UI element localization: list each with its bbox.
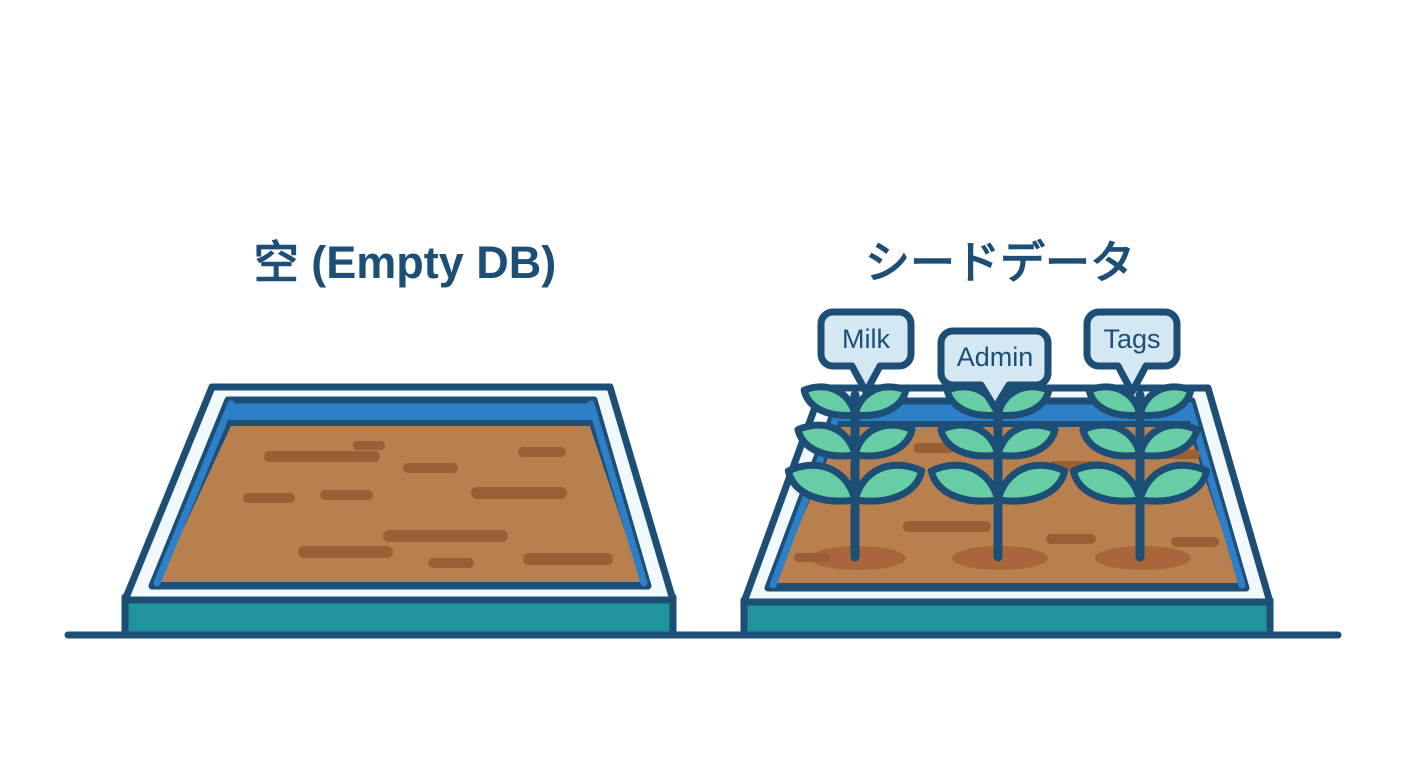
panel-empty-db: 空 (Empty DB) (121, 237, 677, 639)
leaf-top-right (1136, 383, 1195, 419)
leaf-bottom-right (994, 461, 1069, 505)
leaf-mid-left (937, 421, 1002, 460)
panel-seed-data: シードデータ (740, 237, 1274, 639)
soil-dash (1171, 537, 1219, 547)
leaf-bottom-left (1069, 461, 1144, 505)
leaf-bottom-left (784, 461, 859, 505)
leaf-top-left (1085, 383, 1144, 419)
planter-box-seeded (740, 383, 1274, 639)
plant-center (927, 383, 1069, 562)
leaf-bottom-right (851, 461, 926, 505)
bubble-shape (937, 327, 1052, 412)
soil-dash (298, 546, 393, 558)
soil-dash (353, 441, 385, 450)
soil-dash (1046, 534, 1096, 544)
soil-dashes-empty (243, 441, 613, 568)
leaf-top-right (994, 383, 1053, 419)
soil-dash (794, 553, 830, 562)
planter-rim-highlight-left-empty (153, 400, 235, 587)
leaf-mid-right (1136, 421, 1201, 460)
leaf-bottom-right (1136, 461, 1211, 505)
soil-dash (428, 558, 474, 568)
panel-title-seed-data: シードデータ (865, 237, 1135, 288)
bubble-label-text: Admin (957, 342, 1034, 372)
soil-dash (383, 530, 508, 542)
label-bubble-milk[interactable]: Milk (817, 308, 915, 396)
bubble-label-text: Milk (842, 324, 890, 354)
soil-dash (913, 443, 955, 453)
soil-dash (903, 521, 991, 532)
leaf-mid-right (851, 421, 916, 460)
leaf-mid-left (1079, 421, 1144, 460)
soil-dash (243, 493, 295, 503)
panel-title-empty-db: 空 (Empty DB) (254, 237, 557, 288)
leaf-bottom-left (927, 461, 1002, 505)
label-bubble-tags[interactable]: Tags (1083, 308, 1181, 396)
soil-dash (264, 451, 380, 462)
soil-dash (320, 490, 373, 500)
soil-dash (518, 447, 566, 457)
plant-left (784, 383, 926, 562)
soil-dash (523, 553, 613, 565)
bubble-shape (1083, 308, 1181, 396)
leaf-mid-left (794, 421, 859, 460)
soil-dash (403, 463, 458, 473)
planter-box-empty (121, 383, 677, 639)
leaf-mid-right (994, 421, 1059, 460)
leaf-top-left (800, 383, 859, 419)
soil-dash (471, 487, 567, 499)
bubble-shape (817, 308, 915, 396)
planter-rim-highlight-right-empty (587, 400, 648, 587)
bubble-label-text: Tags (1103, 324, 1160, 354)
plant-right (1069, 383, 1211, 562)
label-bubble-admin[interactable]: Admin (937, 327, 1052, 412)
plants-group (784, 383, 1211, 562)
seed-data-labels: Milk Admin Tags (817, 308, 1181, 412)
